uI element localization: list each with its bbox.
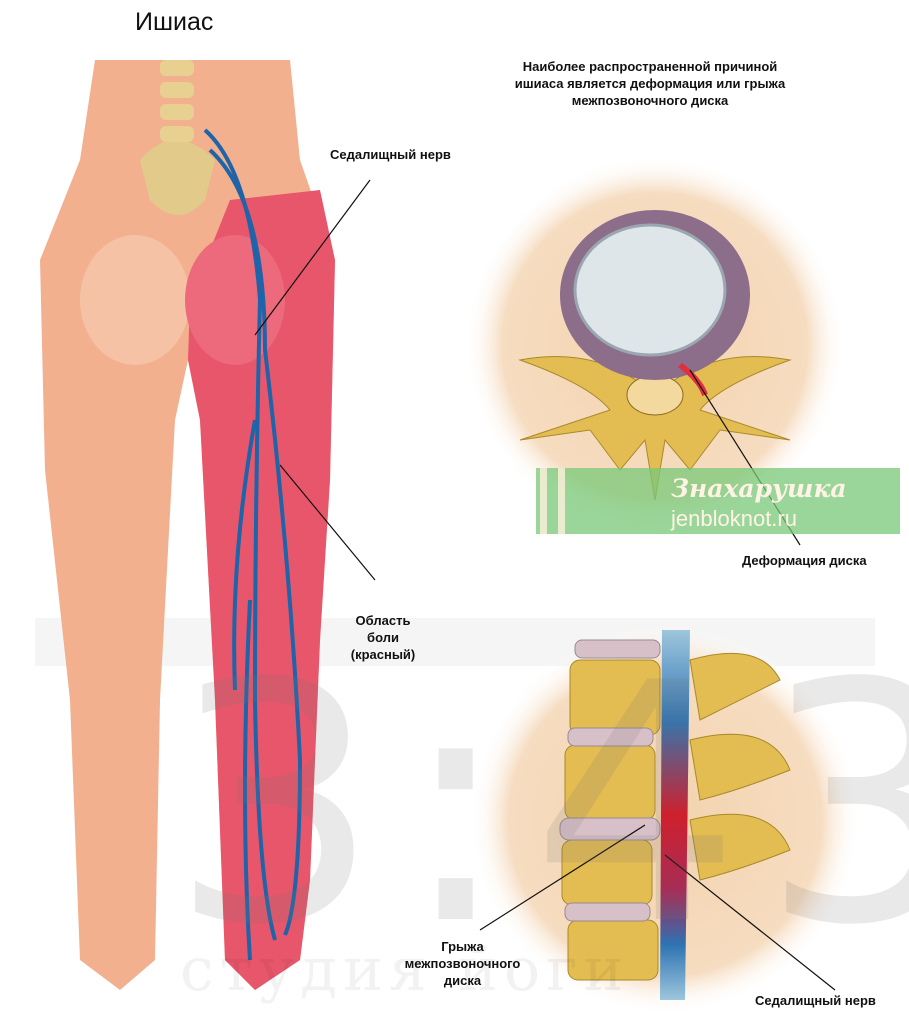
label-disc-deformation: Деформация диска	[742, 553, 867, 568]
label-herniation: Грыжа межпозвоночного диска	[400, 938, 525, 989]
watermark-logo: Знахарушка jenbloknot.ru	[536, 468, 900, 534]
sciatic-nerve-path	[203, 128, 303, 961]
caption-line: Наиболее распространенной причиной	[522, 59, 778, 74]
sciatic-nerve-compressed	[660, 630, 690, 1000]
label-pain-area: Область боли (красный)	[338, 612, 428, 663]
logo-url: jenbloknot.ru	[671, 506, 797, 531]
logo-stripe	[540, 468, 547, 534]
caption: Наиболее распространенной причиной ишиас…	[470, 58, 830, 109]
caption-line: межпозвоночного диска	[571, 93, 729, 108]
sacrum	[140, 140, 215, 215]
label-line: межпозвоночного	[404, 956, 521, 971]
spinal-cord	[626, 374, 684, 416]
caption-line: ишиаса является деформация или грыжа	[514, 76, 786, 91]
vertebral-bodies	[561, 652, 791, 981]
label-line: Область боли	[355, 613, 411, 645]
watermark-studio: студия йоги	[180, 935, 630, 1005]
leader-lines	[254, 179, 836, 991]
body-back-view	[40, 60, 335, 990]
page-title: Ишиас	[135, 8, 214, 36]
label-sciatic-nerve-top: Седалищный нерв	[330, 147, 451, 162]
intervertebral-discs	[559, 639, 661, 922]
logo-stripe	[558, 468, 565, 534]
disc-nucleus	[573, 223, 727, 357]
lumbar-vertebrae	[160, 60, 194, 142]
logo-brand: Знахарушка	[671, 474, 847, 503]
label-sciatic-nerve-bottom: Седалищный нерв	[755, 993, 876, 1008]
label-line: Грыжа	[441, 939, 484, 954]
disc-deformation-inset	[465, 155, 845, 535]
label-line: диска	[443, 973, 482, 988]
label-line: (красный)	[350, 647, 416, 662]
herniation-inset	[470, 625, 860, 1015]
